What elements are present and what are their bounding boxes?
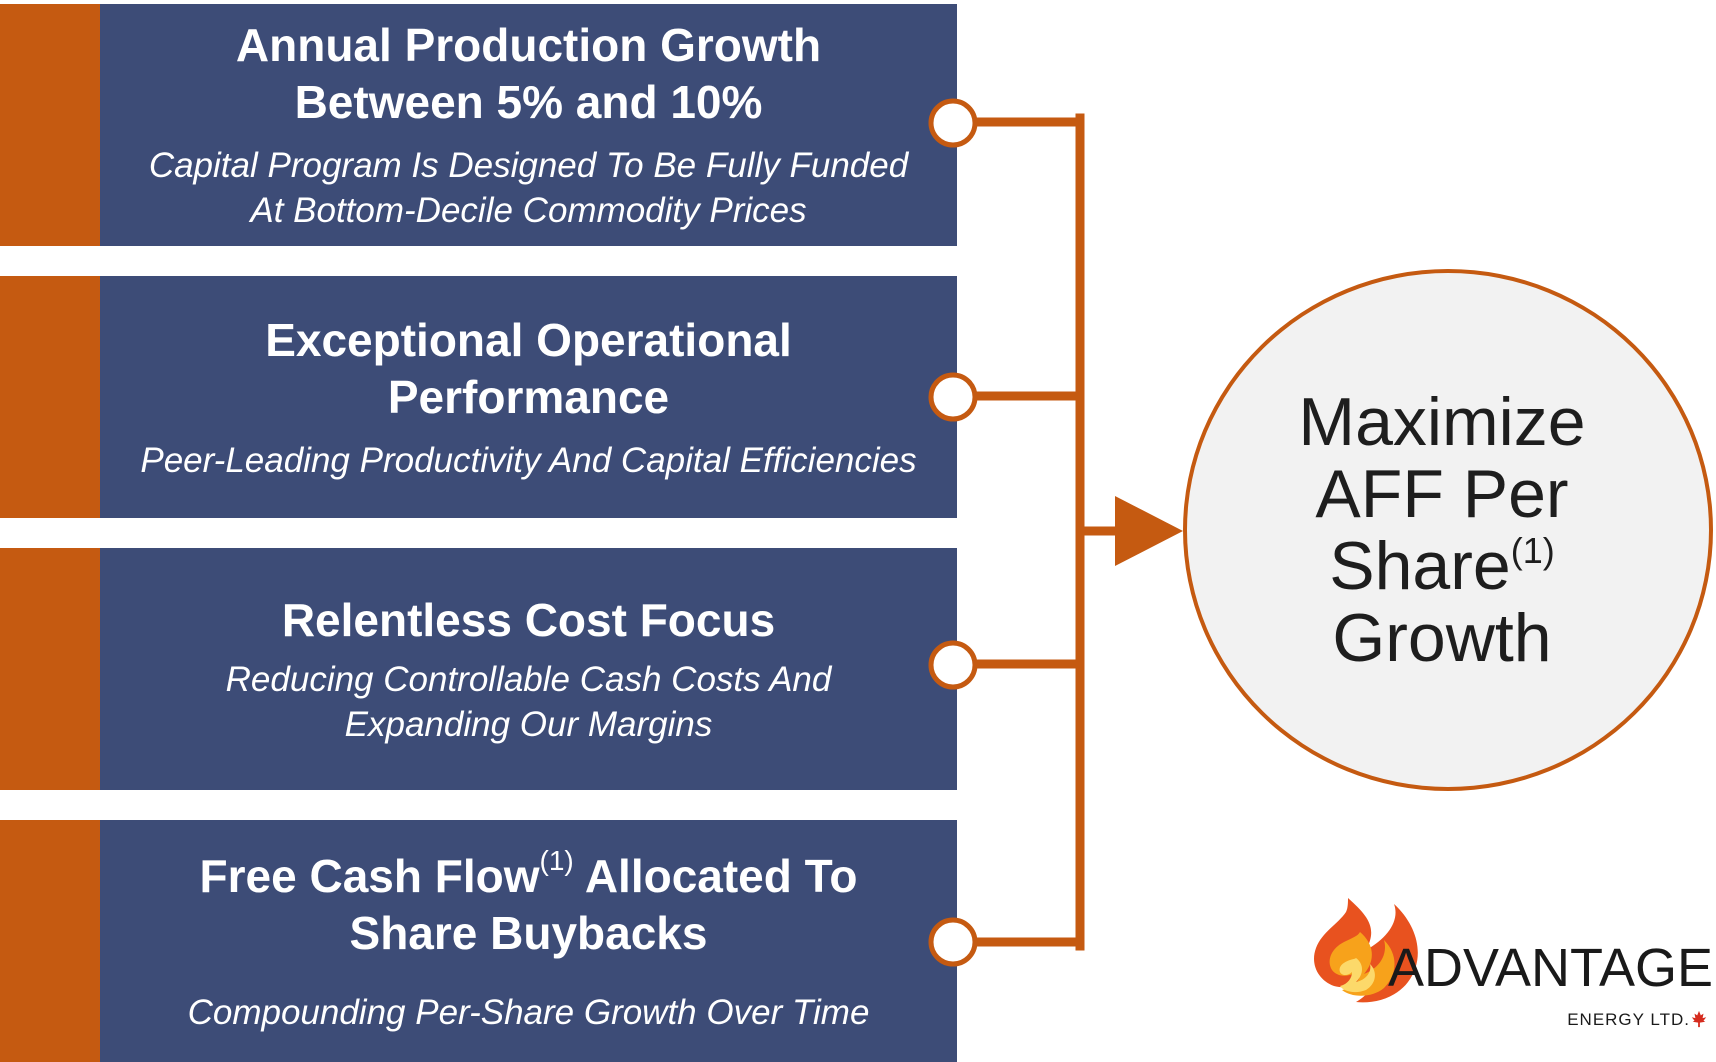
company-logo: ADVANTAGE ENERGY LTD. [1308,898,1713,1033]
pillar-production-growth: Annual Production Growth Between 5% and … [0,4,957,246]
logo-wordmark: ADVANTAGE [1388,938,1714,998]
pillar-title: Relentless Cost Focus [281,593,776,646]
pillar-subtitle: Capital Program Is Designed To Be Fully … [148,146,909,230]
footnote-marker: (1) [539,844,574,876]
logo-tagline: ENERGY LTD. [1567,1010,1690,1029]
pillar-accent-bar [0,820,100,1062]
goal-text: Maximize AFF Per Share(1) Growth [1298,386,1585,674]
goal-line-text: Share [1329,528,1511,604]
pillar-title-part: Free Cash Flow [199,849,540,902]
goal-line: AFF Per [1315,456,1569,532]
pillar-title: Annual Production Growth Between 5% and … [235,19,822,128]
footnote-marker: (1) [1510,530,1555,571]
goal-line: Maximize [1298,384,1586,460]
pillar-cost-focus: Relentless Cost Focus Reducing Controlla… [0,548,957,790]
pillar-accent-bar [0,276,100,518]
pillar-title: Exceptional Operational Performance [265,313,792,423]
goal-line: Share(1) [1298,530,1585,602]
pillar-subtitle: Peer-Leading Productivity And Capital Ef… [140,440,917,480]
pillar-panel: Free Cash Flow(1) Allocated To Share Buy… [100,820,957,1062]
arrow-head [1115,496,1183,566]
pillar-panel: Annual Production Growth Between 5% and … [100,4,957,246]
pillar-title-part: Allocated To Share Buybacks [349,849,858,959]
goal-line: Growth [1332,600,1552,676]
pillar-share-buybacks: Free Cash Flow(1) Allocated To Share Buy… [0,820,957,1062]
pillar-subtitle: Compounding Per-Share Growth Over Time [187,992,870,1032]
pillar-accent-bar [0,4,100,246]
goal-circle: Maximize AFF Per Share(1) Growth [1183,269,1713,791]
pillar-panel: Exceptional Operational Performance Peer… [100,276,957,518]
pillar-accent-bar [0,548,100,790]
pillar-subtitle: Reducing Controllable Cash Costs And Exp… [225,659,832,744]
pillar-panel: Relentless Cost Focus Reducing Controlla… [100,548,957,790]
flame-icon [1314,898,1418,1003]
maple-leaf-icon [1691,1010,1707,1028]
pillar-title: Free Cash Flow(1) Allocated To Share Buy… [140,844,917,962]
pillar-operational-performance: Exceptional Operational Performance Peer… [0,276,957,518]
